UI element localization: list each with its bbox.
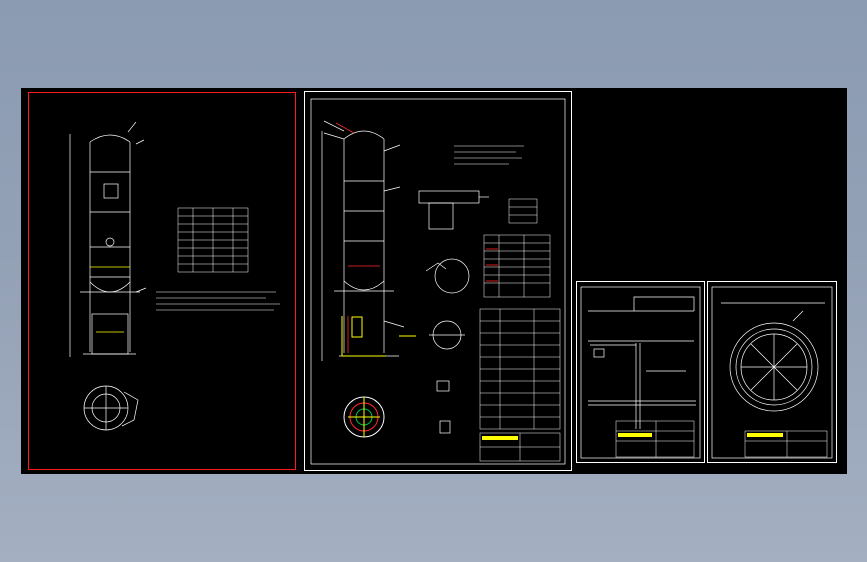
internal-piping-drawing-icon bbox=[576, 281, 705, 463]
drawing-sheet-3[interactable] bbox=[576, 281, 705, 463]
flange-ring-drawing-icon bbox=[707, 281, 837, 463]
drawing-sheet-1[interactable] bbox=[28, 92, 296, 470]
column-detail-drawing-icon bbox=[304, 91, 572, 471]
column-assembly-drawing-icon bbox=[28, 92, 296, 470]
cad-model-space[interactable] bbox=[21, 88, 847, 474]
drawing-sheet-4[interactable] bbox=[707, 281, 837, 463]
drawing-sheet-2[interactable] bbox=[304, 91, 572, 471]
